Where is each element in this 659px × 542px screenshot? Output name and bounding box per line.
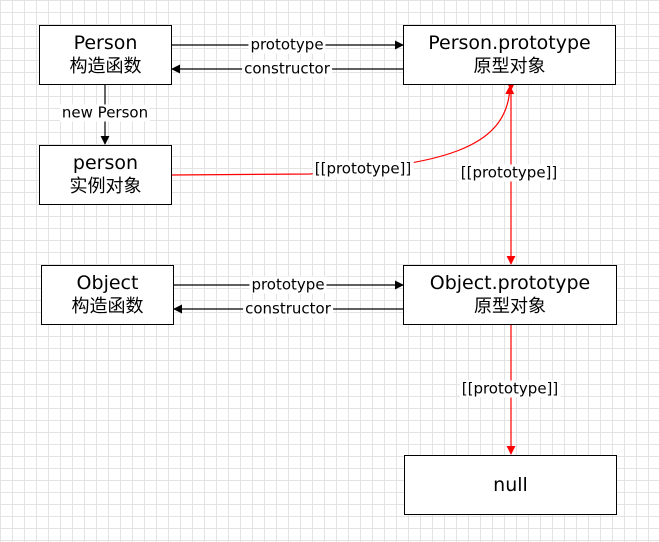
node-title: Person	[73, 32, 138, 54]
label-object-prototype: prototype	[249, 275, 327, 294]
node-title: person	[72, 152, 139, 174]
label-new-person: new Person	[59, 103, 151, 122]
person-constructor-node: Person 构造函数	[39, 25, 172, 85]
node-subtitle: 实例对象	[69, 176, 142, 197]
node-subtitle: 原型对象	[473, 56, 546, 77]
label-person-proto-to-object-proto: [[prototype]]	[458, 163, 560, 182]
label-instance-proto: [[prototype]]	[312, 159, 414, 178]
null-node: null	[404, 455, 617, 515]
person-instance-node: person 实例对象	[39, 145, 172, 205]
node-subtitle: 构造函数	[69, 56, 142, 77]
node-title: Object	[76, 272, 139, 294]
object-constructor-node: Object 构造函数	[41, 265, 174, 325]
person-prototype-node: Person.prototype 原型对象	[403, 25, 616, 85]
object-prototype-node: Object.prototype 原型对象	[403, 265, 617, 325]
node-subtitle: 原型对象	[474, 296, 546, 317]
label-person-prototype: prototype	[248, 35, 326, 54]
label-person-constructor: constructor	[242, 59, 332, 78]
node-title: Object.prototype	[429, 272, 591, 294]
label-object-constructor: constructor	[243, 299, 333, 318]
node-subtitle: 构造函数	[71, 296, 144, 317]
label-object-proto-to-null: [[prototype]]	[459, 379, 561, 398]
node-title: Person.prototype	[428, 32, 591, 54]
node-title: null	[493, 473, 528, 496]
